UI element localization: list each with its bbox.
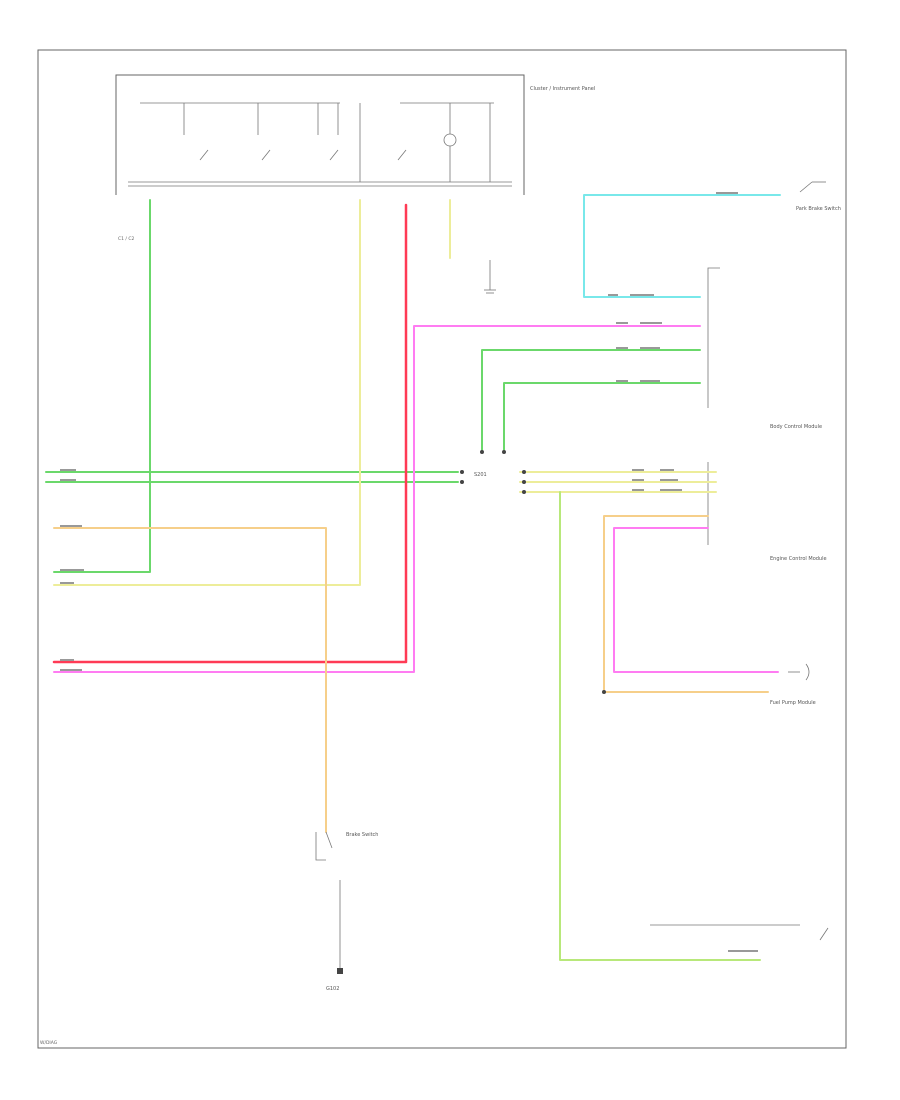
footer-label: W/DIAG <box>40 1040 58 1046</box>
ground-symbol-top <box>484 260 496 294</box>
brake-switch-symbol <box>315 831 333 861</box>
brake-switch-label: Brake Switch <box>346 832 378 838</box>
wire-green <box>45 199 701 573</box>
park-brake-label: Park Brake Switch <box>796 206 841 212</box>
wire-red <box>52 203 408 664</box>
engine-module-label: Engine Control Module <box>770 556 827 562</box>
fuel-pump-label: Fuel Pump Module <box>770 700 816 706</box>
cluster-label: Cluster / Instrument Panel <box>530 86 595 92</box>
body-module-label: Body Control Module <box>770 424 822 430</box>
pressure-switch-symbol <box>650 924 829 941</box>
wire-pink <box>53 325 779 673</box>
park-brake-switch-symbol <box>799 181 826 193</box>
fuel-connector-symbol <box>788 663 810 681</box>
splice-dots <box>460 450 606 694</box>
cluster-enclosure <box>115 74 525 195</box>
ground-label: G102 <box>326 986 339 992</box>
connector-label: C1 / C2 <box>118 236 135 242</box>
wire-yellow <box>53 199 717 586</box>
wire-orange <box>53 515 769 833</box>
wire-tick-marks <box>60 192 758 952</box>
diagram-frame <box>37 49 847 1049</box>
ground-symbol-bottom <box>337 880 343 974</box>
body-module-frame <box>707 267 720 408</box>
splice-label: S201 <box>474 472 487 478</box>
wire-lime <box>559 491 761 961</box>
wire-cyan <box>583 194 781 298</box>
